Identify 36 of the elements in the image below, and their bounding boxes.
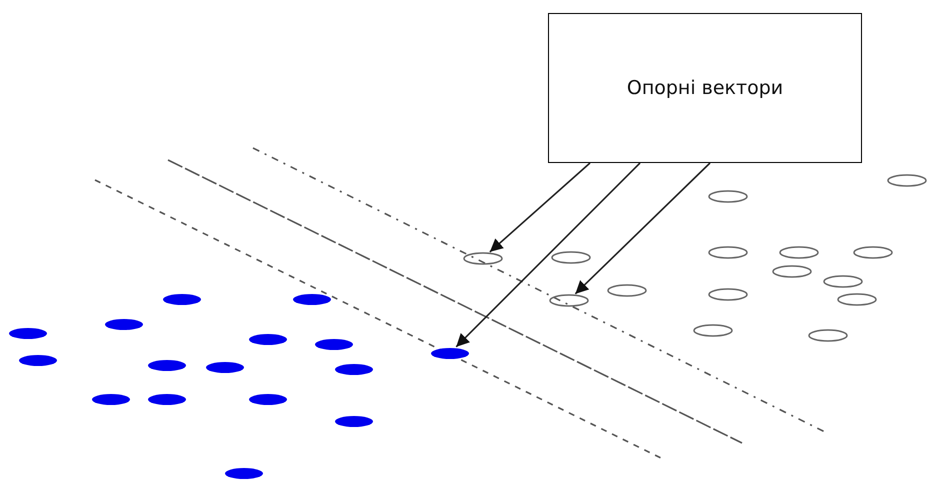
- data-point: [693, 324, 733, 336]
- data-point: [779, 246, 819, 258]
- data-point: [551, 250, 591, 264]
- data-point: [147, 358, 187, 372]
- data-point: [708, 246, 748, 258]
- data-point: [334, 414, 374, 428]
- data-point: [708, 190, 748, 202]
- data-point: [772, 264, 812, 278]
- arrow: [489, 162, 591, 252]
- data-point: [8, 326, 48, 340]
- support-vector-point: [463, 252, 503, 264]
- data-point: [887, 174, 927, 186]
- support-vector-point: [430, 346, 470, 360]
- label-box: [548, 13, 862, 163]
- data-point: [314, 338, 354, 350]
- data-point: [808, 328, 848, 342]
- data-point: [823, 274, 863, 288]
- data-point: [292, 292, 332, 306]
- data-point: [147, 392, 187, 406]
- data-point: [91, 392, 131, 406]
- data-point: [224, 466, 264, 480]
- data-point: [853, 246, 893, 258]
- data-point: [708, 288, 748, 300]
- data-point: [205, 360, 245, 374]
- data-point: [334, 362, 374, 376]
- support-vector-point: [549, 294, 589, 306]
- data-point: [248, 332, 288, 346]
- data-point: [162, 292, 202, 306]
- arrow: [456, 162, 641, 348]
- box-label: Опорні вектори: [626, 77, 784, 99]
- arrow: [574, 162, 711, 294]
- data-point: [18, 354, 58, 366]
- data-point: [607, 284, 647, 296]
- data-point: [104, 318, 144, 330]
- data-point: [837, 292, 877, 306]
- data-point: [248, 392, 288, 406]
